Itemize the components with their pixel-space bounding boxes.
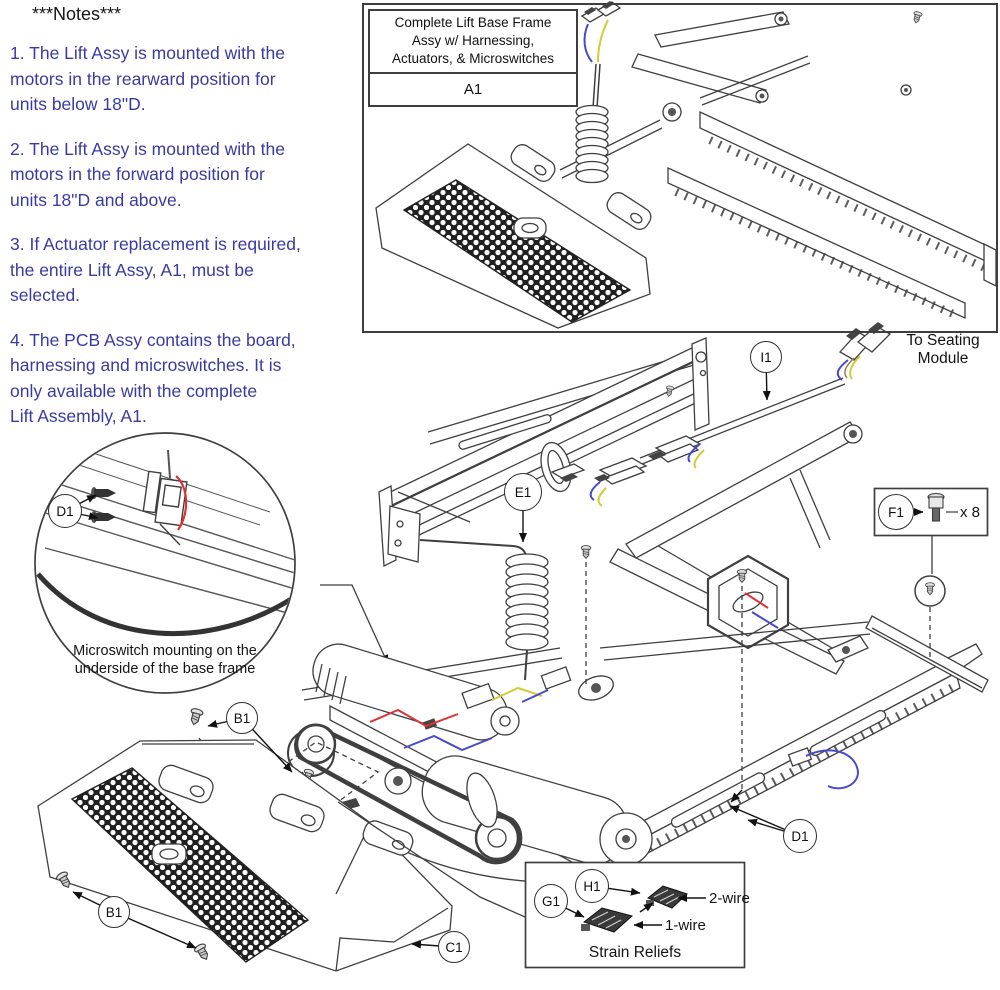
- callout-h1: H1: [575, 869, 609, 903]
- main-lift-assembly-drawing: [187, 322, 989, 883]
- note-1: 1. The Lift Assy is mounted with the mot…: [10, 43, 285, 114]
- one-wire-label: 1-wire: [665, 917, 706, 934]
- callout-g1: G1: [534, 884, 568, 918]
- assembly-label-box: Complete Lift Base Frame Assy w/ Harness…: [368, 9, 578, 107]
- callout-i1: I1: [750, 341, 782, 373]
- strain-relief-box: [337, 801, 746, 969]
- two-wire-label: 2-wire: [709, 890, 750, 907]
- note-2: 2. The Lift Assy is mounted with the mot…: [10, 138, 285, 210]
- notes-title: ***Notes***: [32, 4, 122, 24]
- callout-b1-lower: B1: [98, 896, 130, 928]
- note-4: 4. The PCB Assy contains the board, harn…: [10, 329, 296, 427]
- f1-quantity-label: x 8: [960, 504, 981, 521]
- callout-a1: A1: [463, 81, 483, 98]
- note-3: 3. If Actuator replacement is required, …: [10, 234, 301, 305]
- to-seating-module-label: To Seating Module: [906, 332, 980, 367]
- microswitch-detail-view: [34, 432, 389, 694]
- callout-d1-main: D1: [783, 819, 817, 853]
- callout-d1-detail: D1: [48, 494, 82, 528]
- complete-lift-assembly-drawing: [375, 1, 997, 329]
- lower-shroud-drawing: [37, 739, 453, 972]
- strain-relief-1wire-icon: [581, 907, 634, 933]
- strain-relief-2wire-icon: [646, 885, 688, 909]
- callout-e1: E1: [504, 473, 542, 511]
- strain-reliefs-title: Strain Reliefs: [588, 944, 682, 961]
- callout-b1-upper: B1: [226, 702, 258, 734]
- coil-spring-top: [575, 104, 609, 184]
- shoulder-screw-icon: [927, 492, 945, 522]
- callout-f1: F1: [878, 494, 914, 530]
- coil-spring-main: [505, 553, 549, 651]
- notes-block: ***Notes*** 1. The Lift Assy is mounted …: [10, 4, 360, 449]
- top-assembly-box: Complete Lift Base Frame Assy w/ Harness…: [362, 3, 998, 333]
- callout-c1: C1: [438, 931, 470, 963]
- microswitch-caption: Microswitch mounting on the underside of…: [73, 643, 257, 677]
